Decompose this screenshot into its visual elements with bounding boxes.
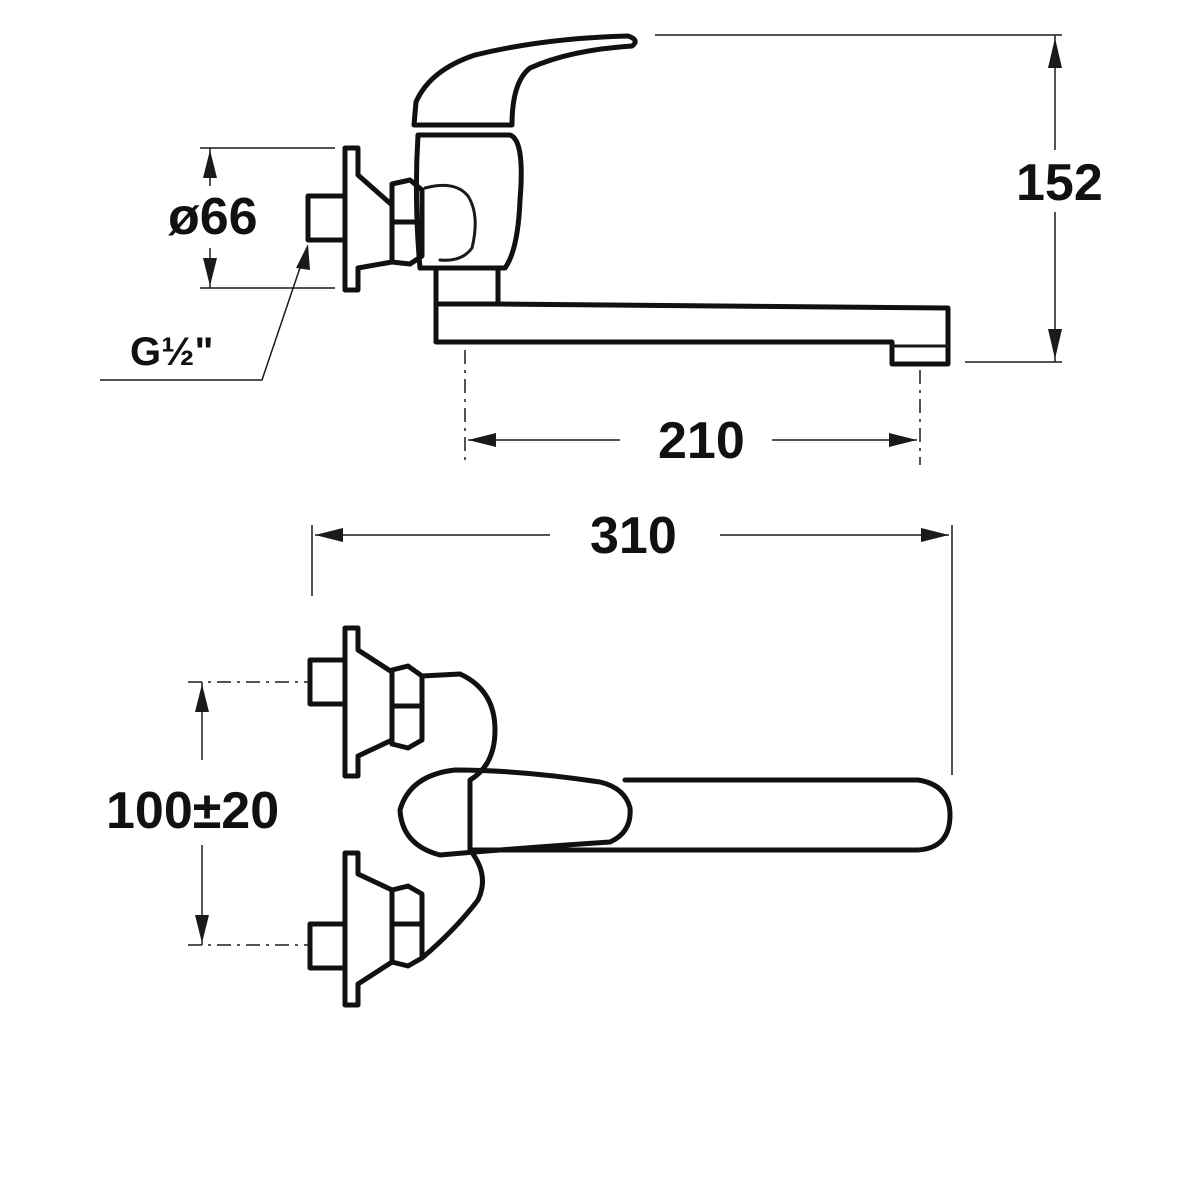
flange-diameter-label: ø66 — [168, 188, 258, 246]
top-spout — [467, 777, 953, 853]
side-spout-neck — [433, 265, 501, 307]
side-spout-arm — [433, 301, 951, 367]
side-dimensions: 152 ø66 G½" 210 — [100, 34, 1103, 470]
top-upper-inlet — [307, 657, 348, 707]
top-handle — [397, 767, 633, 858]
side-inlet-stub — [305, 193, 348, 243]
side-valve-body — [413, 132, 524, 271]
inlet-spacing-label: 100±20 — [106, 782, 279, 840]
overall-width-label: 310 — [590, 507, 677, 565]
height-dimension-label: 152 — [1016, 154, 1103, 212]
side-handle — [411, 33, 638, 128]
top-upper-flange — [342, 625, 395, 779]
top-lower-flange — [342, 850, 395, 1008]
top-lower-nut — [389, 883, 425, 969]
top-valve-body — [419, 671, 498, 961]
spout-reach-label: 210 — [658, 412, 745, 470]
top-upper-nut — [389, 663, 425, 751]
top-view — [307, 625, 953, 1008]
top-dimensions: 310 100±20 — [106, 507, 953, 946]
side-view — [305, 33, 951, 367]
side-wall-flange — [342, 145, 395, 293]
side-valve-recess — [423, 183, 477, 262]
thread-label: G½" — [130, 330, 213, 374]
top-lower-inlet — [307, 921, 348, 971]
